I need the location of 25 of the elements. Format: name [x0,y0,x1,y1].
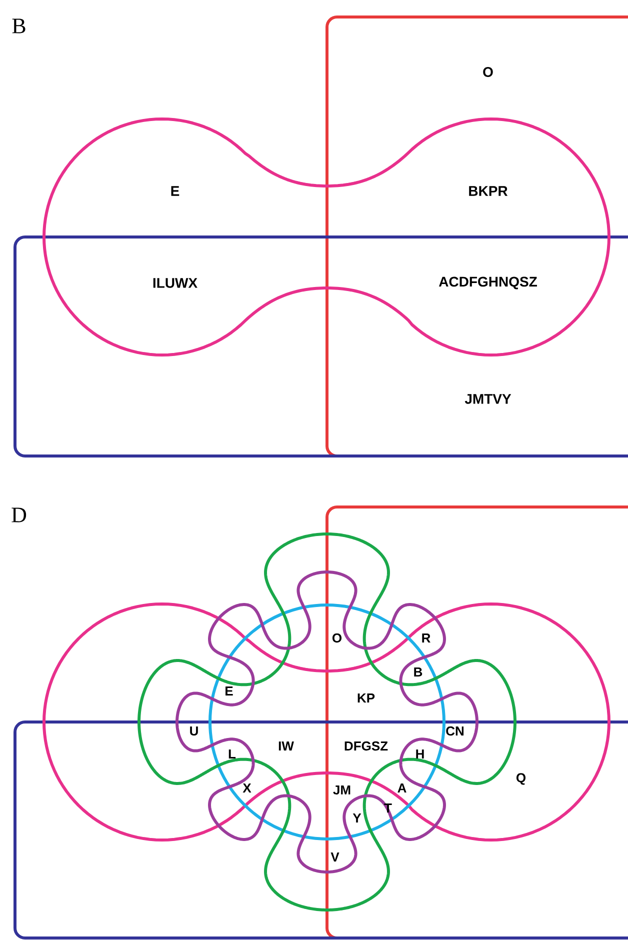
region-label: E [226,686,233,696]
region-label: B [414,668,422,676]
region-label: ILUWX [153,278,198,288]
region-label: U [190,726,198,736]
region-label: E [171,186,180,196]
region-label: Y [352,814,362,822]
panel-letter: D [12,508,26,522]
region-label: BKPR [469,186,508,196]
region-label: Q [516,773,526,785]
region-label: L [228,750,236,758]
panel-letter: B [12,18,26,34]
region-label: X [242,784,252,792]
region-label: IW [278,742,294,750]
region-label: V [330,852,340,862]
region-label: H [416,750,424,758]
region-label: ACDFGHNQSZ [438,276,537,290]
region-label: R [422,634,430,642]
region-label: A [398,784,406,792]
region-label: CN [446,726,464,736]
region-label: O [483,67,493,77]
region-label: KP [358,694,375,702]
region-label: O [332,633,342,643]
region-label: DFGSZ [344,741,388,751]
region-label: JM [333,785,350,795]
region-label: JMTVY [464,394,512,404]
